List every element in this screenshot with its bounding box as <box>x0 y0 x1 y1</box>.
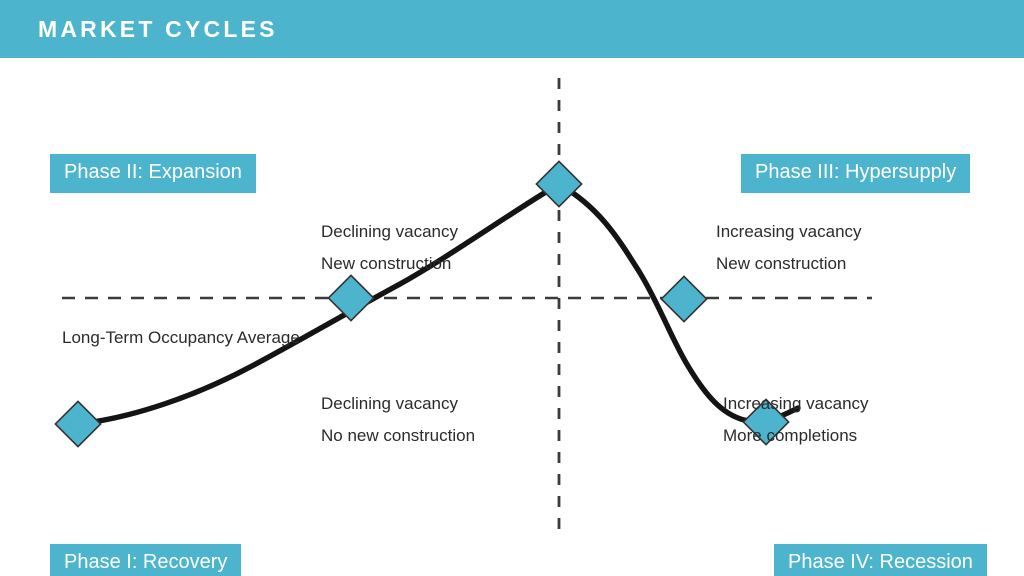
marker-phase-2-start[interactable] <box>327 274 375 322</box>
phase-3-annotation-line-2: New construction <box>716 254 847 273</box>
marker-phase-4-start[interactable] <box>660 275 708 323</box>
phase-3-label[interactable]: Phase III: Hypersupply <box>741 154 971 193</box>
diagram-canvas: Long-Term Occupancy Average Phase II: Ex… <box>0 58 1024 576</box>
header-bar: MARKET CYCLES <box>0 0 1024 58</box>
phase-4-label[interactable]: Phase IV: Recession <box>774 544 987 576</box>
page-title: MARKET CYCLES <box>38 16 278 42</box>
phase-2-annotation-line-1: Declining vacancy <box>321 222 459 241</box>
phase-4-annotation: Increasing vacancy More completions <box>723 388 869 452</box>
marker-phase-1-start[interactable] <box>54 400 102 448</box>
phase-1-annotation-line-2: No new construction <box>321 426 476 445</box>
phase-1-label[interactable]: Phase I: Recovery <box>50 544 242 576</box>
marker-phase-4-end[interactable] <box>742 398 790 446</box>
phase-4-annotation-line-2: More completions <box>723 426 858 445</box>
phase-4-annotation-line-1: Increasing vacancy <box>723 394 869 413</box>
long-term-occupancy-average-label: Long-Term Occupancy Average <box>62 328 300 347</box>
phase-2-label[interactable]: Phase II: Expansion <box>50 154 256 193</box>
marker-phase-3-start[interactable] <box>535 160 583 208</box>
phase-3-annotation-line-1: Increasing vacancy <box>716 222 862 241</box>
phase-1-annotation-line-1: Declining vacancy <box>321 394 459 413</box>
phase-2-annotation: Declining vacancy New construction <box>321 216 458 280</box>
phase-1-annotation: Declining vacancy No new construction <box>321 388 475 452</box>
phase-3-annotation: Increasing vacancy New construction <box>716 216 862 280</box>
phase-2-annotation-line-2: New construction <box>321 254 452 273</box>
market-cycle-chart <box>54 78 872 530</box>
